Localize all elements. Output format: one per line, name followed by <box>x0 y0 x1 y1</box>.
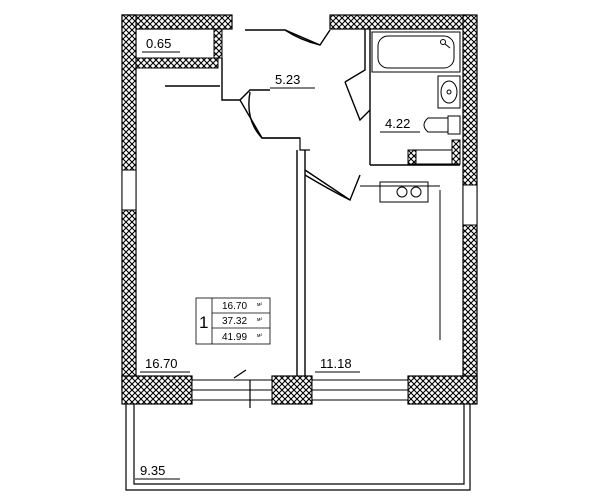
closet-walls <box>135 28 223 69</box>
toilet <box>423 115 461 135</box>
total-with-balcony-value: 41.99 <box>222 332 247 343</box>
balcony-area-label: 9.35 <box>140 463 165 478</box>
bathroom-area-label: 4.22 <box>385 116 410 131</box>
area-summary-table: 1 16.70 м² 37.32 м² 41.99 м² <box>195 297 271 345</box>
bathtub <box>371 31 461 73</box>
sink <box>437 75 461 109</box>
total-area-unit: м² <box>257 317 262 323</box>
balcony-door <box>233 369 251 408</box>
living-area-value: 16.70 <box>222 301 247 312</box>
hall-area-label: 5.23 <box>275 72 300 87</box>
living-room-area-label: 16.70 <box>145 356 178 371</box>
total-area-value: 37.32 <box>222 316 247 327</box>
kitchen-counter <box>360 181 441 340</box>
balcony <box>125 404 471 491</box>
kitchen-area-label: 11.18 <box>320 356 352 371</box>
bathroom-niche <box>407 139 461 165</box>
hall-jog <box>262 137 310 151</box>
room-labels: 0.65 5.23 4.22 16.70 11.18 9.35 <box>135 36 420 480</box>
total-with-balcony-unit: м² <box>257 333 262 339</box>
room-count: 1 <box>199 313 208 332</box>
living-area-unit: м² <box>257 302 262 308</box>
closet-area-label: 0.65 <box>146 36 171 51</box>
windows <box>121 68 478 401</box>
